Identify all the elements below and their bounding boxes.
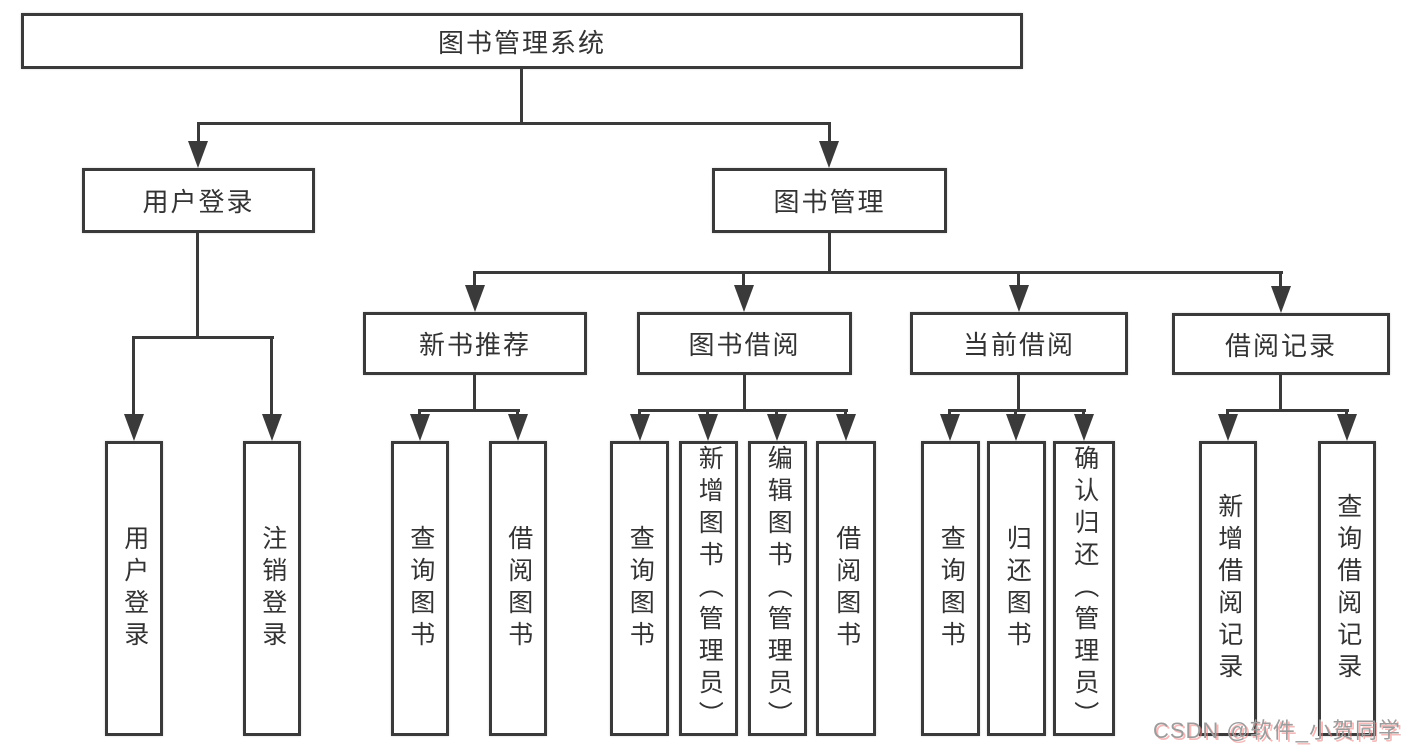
connector-arrowhead [1271,286,1291,313]
node-leaf-label: 新增借阅记录 [1214,492,1243,685]
connector-line-h [473,271,1283,274]
node-borrow-records-label: 借阅记录 [1224,330,1337,361]
node-book-borrow: 图书借阅 [637,312,852,375]
node-leaf-edit-book-admin: 编辑图书（管理员） [748,441,807,736]
node-user-login-label: 用户登录 [142,187,255,217]
connector-line-v [1345,409,1348,418]
connector-line-v [706,409,709,418]
connector-line-v [132,336,135,418]
connector-line-h [949,409,1086,412]
connector-arrowhead [767,414,787,441]
node-leaf-user-login: 用户登录 [105,441,163,736]
node-new-books-label: 新书推荐 [418,330,531,360]
connector-line-v [516,409,519,418]
connector-line-h [132,336,274,339]
node-root-label: 图书管理系统 [437,27,606,58]
connector-line-v [742,271,745,288]
connector-line-v [1082,409,1085,418]
connector-arrowhead [698,414,718,441]
node-leaf-label: 新增图书（管理员） [695,444,724,733]
node-new-books: 新书推荐 [363,312,587,375]
connector-arrowhead [630,414,650,441]
connector-line-v [1017,375,1020,411]
connector-arrowhead [836,414,856,441]
connector-line-v [948,409,951,418]
node-leaf-query-books-borrow: 查询图书 [610,441,669,736]
connector-line-h [418,409,520,412]
connector-line-v [828,122,831,145]
connector-arrowhead [508,414,528,441]
connector-arrowhead [1337,414,1357,441]
node-leaf-query-books-recommend: 查询图书 [391,441,449,736]
connector-line-h [1227,409,1349,412]
node-borrow-records: 借阅记录 [1172,313,1390,375]
connector-line-v [743,375,746,411]
connector-arrowhead [1218,414,1238,441]
connector-arrowhead [188,141,208,168]
connector-line-v [1226,409,1229,418]
connector-line-v [197,122,200,145]
node-user-login: 用户登录 [82,168,315,233]
node-book-borrow-label: 图书借阅 [688,330,801,360]
connector-arrowhead [124,414,144,441]
node-leaf-label: 编辑图书（管理员） [764,444,793,733]
csdn-watermark: CSDN @软件_小贺同学 [1152,718,1401,743]
node-leaf-label: 确认归还（管理员） [1070,444,1099,733]
connector-line-v [1279,375,1282,411]
connector-line-h [638,409,848,412]
connector-line-v [844,409,847,418]
node-book-mgmt-label: 图书管理 [773,187,886,217]
connector-line-v [828,233,831,274]
connector-arrowhead [1074,414,1094,441]
node-root: 图书管理系统 [21,13,1023,69]
connector-line-v [418,409,421,418]
node-leaf-confirm-return-admin: 确认归还（管理员） [1053,441,1115,736]
connector-line-v [1014,409,1017,418]
connector-line-v [638,409,641,418]
connector-arrowhead [940,414,960,441]
connector-line-v [473,271,476,288]
node-leaf-label: 查询图书 [406,524,435,653]
node-current-borrow: 当前借阅 [910,312,1128,375]
node-leaf-query-borrow-record: 查询借阅记录 [1318,441,1376,736]
node-leaf-query-books-current: 查询图书 [921,441,980,736]
node-leaf-label: 注销登录 [258,524,287,653]
node-leaf-add-borrow-record: 新增借阅记录 [1199,441,1257,736]
connector-line-v [1017,271,1020,288]
connector-arrowhead [819,141,839,168]
node-leaf-logout: 注销登录 [243,441,301,736]
node-leaf-label: 归还图书 [1003,524,1032,653]
connector-line-v [196,233,199,339]
node-leaf-label: 查询借阅记录 [1333,492,1362,685]
connector-arrowhead [1009,285,1029,312]
node-current-borrow-label: 当前借阅 [962,330,1075,360]
node-leaf-add-book-admin: 新增图书（管理员） [679,441,738,736]
node-leaf-label: 用户登录 [120,524,149,653]
connector-line-h [197,122,831,125]
node-leaf-borrow-books: 借阅图书 [816,441,876,736]
connector-arrowhead [1006,414,1026,441]
connector-line-v [270,336,273,418]
node-leaf-label: 借阅图书 [504,524,533,653]
connector-arrowhead [410,414,430,441]
node-leaf-return-book: 归还图书 [987,441,1046,736]
connector-line-v [1279,271,1282,288]
node-leaf-label: 查询图书 [937,524,966,653]
connector-line-v [775,409,778,418]
connector-line-v [520,69,523,122]
connector-arrowhead [734,285,754,312]
connector-arrowhead [465,285,485,312]
node-leaf-label: 借阅图书 [832,524,861,653]
connector-line-v [473,375,476,411]
node-book-mgmt: 图书管理 [712,168,947,233]
connector-arrowhead [262,414,282,441]
node-leaf-label: 查询图书 [626,524,655,653]
node-leaf-borrow-books-recommend: 借阅图书 [489,441,547,736]
